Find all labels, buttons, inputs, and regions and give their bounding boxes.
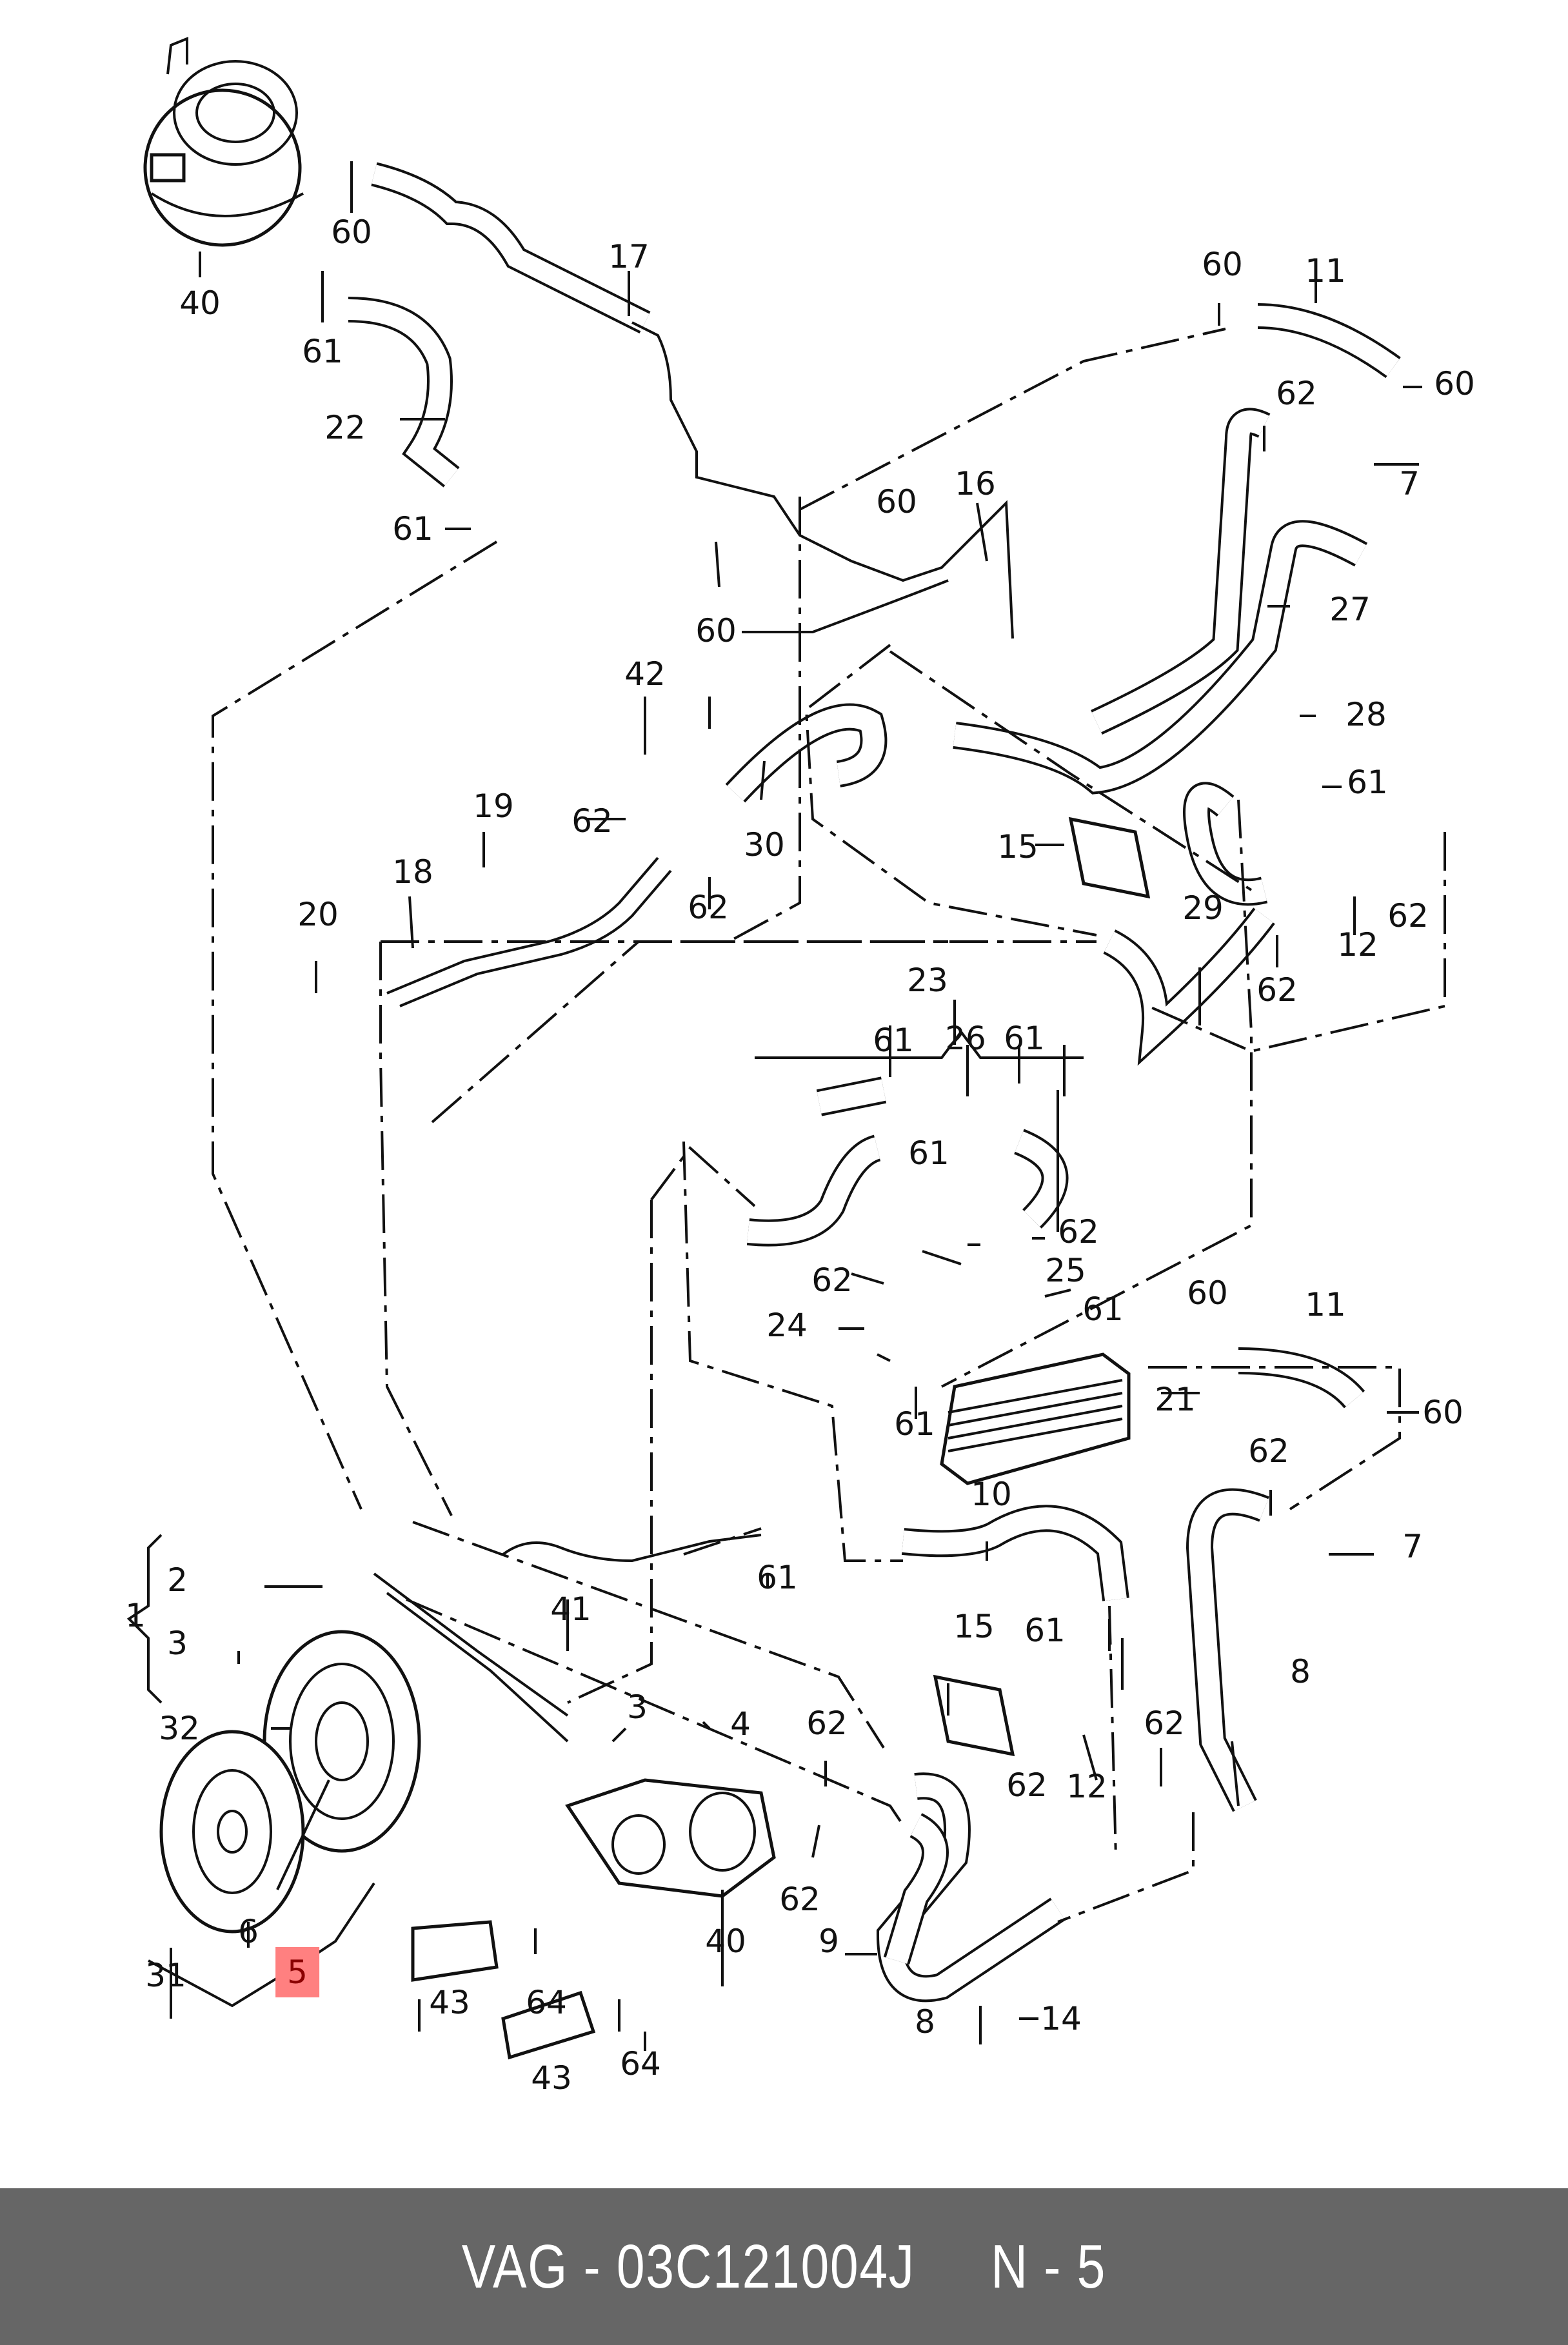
diagram-lineart [126, 37, 1446, 2060]
leader-lines [126, 161, 1422, 2051]
callout-61[interactable]: 61 [1347, 764, 1388, 801]
callout-40[interactable]: 40 [179, 284, 221, 322]
rigid-pipes [373, 321, 1014, 1743]
callout-28[interactable]: 28 [1345, 696, 1387, 733]
callout-60[interactable]: 60 [1434, 365, 1475, 402]
callout-4[interactable]: 4 [730, 1705, 751, 1743]
callout-14[interactable]: 14 [1040, 2000, 1082, 2037]
assembly-lines [212, 328, 1446, 1923]
callout-11[interactable]: 11 [1305, 1286, 1346, 1323]
callout-61[interactable]: 61 [757, 1559, 798, 1596]
clips [933, 816, 1151, 1757]
callout-7[interactable]: 7 [1402, 1528, 1423, 1565]
hoses [348, 162, 1401, 2060]
callout-24[interactable]: 24 [766, 1307, 808, 1344]
callout-61[interactable]: 61 [1004, 1020, 1045, 1057]
callout-62[interactable]: 62 [779, 1881, 820, 1918]
callout-60[interactable]: 60 [695, 612, 737, 649]
callout-64[interactable]: 64 [620, 2045, 661, 2083]
callout-61[interactable]: 61 [894, 1405, 935, 1443]
callout-19[interactable]: 19 [473, 787, 514, 825]
callout-15[interactable]: 15 [953, 1608, 995, 1645]
callout-62[interactable]: 62 [1387, 897, 1429, 935]
callout-21[interactable]: 21 [1155, 1381, 1196, 1418]
callout-61[interactable]: 61 [1024, 1612, 1066, 1649]
callout-7[interactable]: 7 [1399, 465, 1420, 502]
part-number-text: VAG - 03C121004J N - 5 [461, 2231, 1107, 2301]
callout-11[interactable]: 11 [1305, 252, 1346, 290]
callout-60[interactable]: 60 [876, 483, 917, 520]
callout-43[interactable]: 43 [531, 2059, 572, 2097]
callout-8[interactable]: 8 [915, 2003, 935, 2041]
callout-17[interactable]: 17 [608, 238, 650, 275]
callout-20[interactable]: 20 [297, 896, 339, 933]
callout-31[interactable]: 31 [145, 1957, 186, 1994]
callout-62[interactable]: 62 [811, 1262, 853, 1299]
callout-40[interactable]: 40 [705, 1923, 746, 1960]
parts-diagram: 40 60 61 22 61 17 60 11 60 62 7 27 16 60… [125, 37, 1475, 2097]
callout-62[interactable]: 62 [1256, 971, 1298, 1009]
callout-62[interactable]: 62 [1144, 1705, 1185, 1742]
callout-61[interactable]: 61 [302, 333, 343, 370]
callout-12[interactable]: 12 [1066, 1768, 1107, 1805]
callout-62[interactable]: 62 [806, 1705, 848, 1742]
callout-27[interactable]: 27 [1329, 591, 1371, 628]
callout-3[interactable]: 3 [627, 1688, 648, 1726]
callout-30[interactable]: 30 [744, 826, 785, 864]
callout-3[interactable]: 3 [167, 1625, 188, 1662]
callout-2[interactable]: 2 [167, 1561, 188, 1599]
callout-60[interactable]: 60 [1187, 1274, 1228, 1312]
callout-42[interactable]: 42 [624, 655, 666, 693]
callout-1[interactable]: 1 [125, 1597, 146, 1634]
callout-61[interactable]: 61 [908, 1134, 949, 1172]
callout-62[interactable]: 62 [1006, 1766, 1047, 1804]
callout-61[interactable]: 61 [392, 510, 433, 548]
callout-25[interactable]: 25 [1045, 1252, 1086, 1289]
callout-62[interactable]: 62 [1248, 1432, 1289, 1470]
callout-60[interactable]: 60 [1202, 246, 1243, 283]
callout-61[interactable]: 61 [1082, 1291, 1124, 1328]
callout-41[interactable]: 41 [550, 1590, 591, 1628]
oil-cooler [940, 1352, 1131, 1485]
callout-15[interactable]: 15 [997, 828, 1038, 866]
callout-8[interactable]: 8 [1290, 1653, 1311, 1690]
callout-62[interactable]: 62 [571, 802, 613, 840]
callout-43[interactable]: 43 [429, 1984, 470, 2021]
part-number-banner: VAG - 03C121004J N - 5 [0, 2188, 1568, 2345]
callout-5-highlighted[interactable]: 5 [275, 1947, 319, 1997]
callout-16[interactable]: 16 [955, 465, 996, 502]
pulleys [159, 1630, 421, 1934]
callout-26[interactable]: 26 [945, 1020, 986, 1057]
callout-6[interactable]: 6 [238, 1913, 259, 1950]
callout-32[interactable]: 32 [159, 1710, 200, 1747]
callout-9[interactable]: 9 [819, 1923, 839, 1960]
callout-62[interactable]: 62 [688, 889, 729, 926]
callout-12[interactable]: 12 [1337, 926, 1378, 964]
callout-60[interactable]: 60 [1422, 1394, 1464, 1431]
callout-62[interactable]: 62 [1058, 1213, 1099, 1251]
callout-61[interactable]: 61 [873, 1022, 914, 1059]
callout-29[interactable]: 29 [1182, 889, 1224, 927]
callout-18[interactable]: 18 [392, 853, 433, 891]
thermostat-housing [565, 1778, 776, 1898]
callout-23[interactable]: 23 [907, 962, 948, 999]
callout-10[interactable]: 10 [971, 1476, 1012, 1513]
callout-60[interactable]: 60 [331, 213, 372, 251]
callout-62[interactable]: 62 [1276, 375, 1317, 412]
callout-64[interactable]: 64 [526, 1984, 567, 2021]
expansion-tank [143, 37, 304, 247]
callout-22[interactable]: 22 [324, 409, 366, 446]
